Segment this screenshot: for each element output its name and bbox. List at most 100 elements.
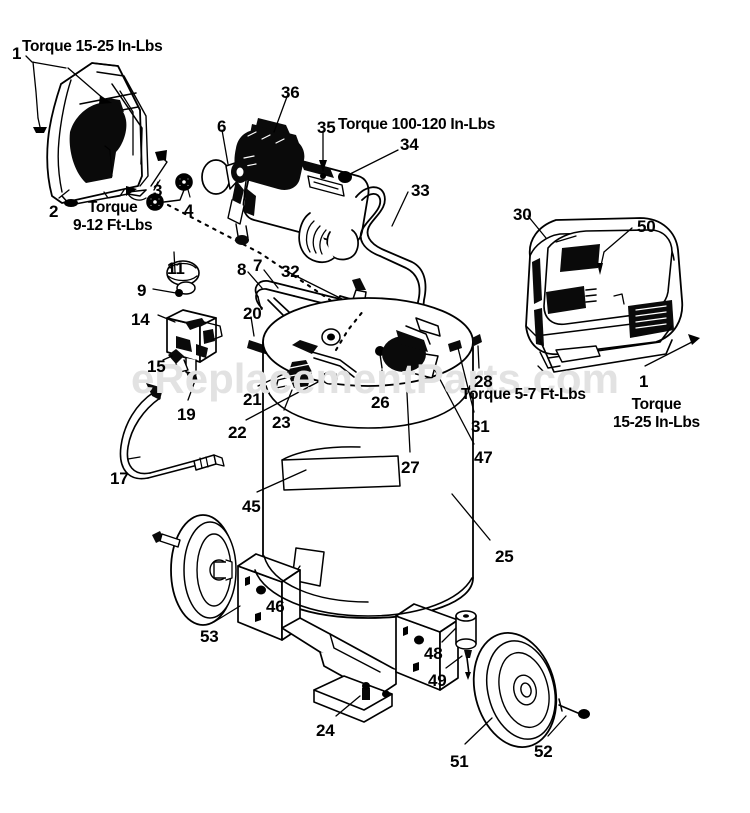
callout-number-8: 8	[237, 260, 247, 279]
callout-leader-15	[162, 355, 173, 361]
callout-number-17: 17	[110, 469, 129, 488]
callout-leader-7	[263, 269, 279, 289]
part-foot-48	[455, 610, 477, 650]
callout-leader-27	[405, 373, 411, 453]
part-base-frame	[237, 553, 473, 723]
callout-leader-28	[477, 345, 480, 369]
callout-number-9: 9	[137, 281, 147, 300]
callout-number-34: 34	[400, 135, 419, 154]
torque-top-mid: Torque 100-120 In-Lbs	[338, 116, 496, 133]
callout-leader-52	[547, 715, 567, 737]
callout-number-47: 47	[474, 448, 493, 467]
part-cover-30-50	[525, 217, 684, 373]
part-fitting-15	[168, 349, 189, 373]
callout-leader-11	[173, 251, 176, 273]
callout-number-24: 24	[316, 721, 335, 740]
callout-leader-34	[338, 149, 399, 183]
callout-leader-31	[457, 347, 475, 413]
callout-leader-19	[187, 377, 197, 401]
callout-number-20: 20	[243, 304, 262, 323]
callout-number-52: 52	[534, 742, 553, 761]
callout-number-23: 23	[272, 413, 291, 432]
callout-leader-4	[186, 185, 191, 198]
callout-number-50: 50	[637, 217, 656, 236]
callout-leader-35	[319, 130, 327, 179]
part-axle-bolt-left	[152, 531, 181, 548]
callout-number-1: 1	[639, 372, 649, 391]
torque-mid-right: Torque 5-7 Ft-Lbs	[461, 386, 586, 403]
callout-leader-51	[464, 717, 493, 745]
callout-leader-8	[247, 271, 263, 289]
callout-number-15: 15	[147, 357, 166, 376]
part-screws-3-4	[126, 150, 193, 211]
callout-number-32: 32	[281, 262, 300, 281]
callout-number-25: 25	[495, 547, 514, 566]
torque-left-lower: Torque 9-12 Ft-Lbs	[73, 199, 153, 234]
callout-number-27: 27	[401, 458, 420, 477]
callout-number-4: 4	[184, 201, 194, 220]
callout-leader-49	[445, 655, 463, 669]
callout-number-30: 30	[513, 205, 532, 224]
callout-leader-3	[153, 179, 161, 191]
callout-leader-6	[221, 129, 229, 165]
callout-leader-33	[391, 191, 409, 227]
callout-leader-53	[213, 605, 241, 623]
torque-top-left: Torque 15-25 In-Lbs	[22, 38, 163, 55]
callout-leader-17	[127, 456, 141, 460]
callout-leader-14	[157, 314, 176, 323]
callout-leader-20	[250, 316, 255, 337]
callout-number-45: 45	[242, 497, 261, 516]
callout-number-7: 7	[253, 256, 263, 275]
callout-number-28: 28	[474, 372, 493, 391]
callout-leader-36	[273, 93, 289, 133]
part-wheel-51	[472, 631, 558, 749]
callout-leader-50	[597, 227, 633, 275]
part-motor-assembly	[201, 118, 370, 263]
callout-number-49: 49	[428, 671, 447, 690]
callout-leader-25	[451, 493, 491, 541]
callout-number-35: 35	[317, 118, 336, 137]
callout-leader-9	[152, 288, 183, 297]
callout-leader-47	[433, 367, 475, 445]
callout-number-21: 21	[243, 390, 262, 409]
callout-number-2: 2	[49, 202, 59, 221]
tank-top-fittings	[275, 317, 482, 389]
part-bolt-24	[362, 682, 370, 700]
callout-number-11: 11	[167, 259, 185, 278]
callout-number-6: 6	[217, 117, 227, 136]
part-belt-guard	[46, 62, 149, 207]
callout-leader-1-bottomright	[644, 334, 700, 367]
callout-leader-45	[256, 469, 307, 493]
part-axle-bolt-52	[558, 698, 590, 719]
callout-number-51: 51	[450, 752, 469, 771]
part-power-cord-17	[119, 383, 225, 480]
callout-leader-32	[287, 271, 349, 303]
callout-leader-48	[441, 627, 457, 643]
callout-number-19: 19	[177, 405, 196, 424]
callout-number-26: 26	[371, 393, 390, 412]
callout-number-46: 46	[266, 597, 285, 616]
assembly-dotted-line-2	[334, 308, 366, 352]
callout-number-1: 1	[12, 44, 22, 63]
callout-number-14: 14	[131, 310, 150, 329]
callout-number-36: 36	[281, 83, 300, 102]
part-wheel-53	[170, 514, 237, 626]
callout-number-22: 22	[228, 423, 247, 442]
callout-leader-1-topleft	[25, 55, 112, 133]
callout-leader-30	[527, 215, 547, 239]
callout-leader-23	[283, 389, 293, 411]
part-pressure-switch-14	[166, 309, 223, 382]
torque-bottom-right: Torque 15-25 In-Lbs	[613, 396, 700, 431]
callout-leader-2	[58, 189, 70, 199]
callout-leader-21	[257, 371, 289, 387]
callout-number-31: 31	[471, 417, 490, 436]
callout-leader-24	[335, 695, 361, 717]
callout-number-33: 33	[411, 181, 430, 200]
part-bolt-49	[464, 650, 472, 680]
callout-number-3: 3	[153, 181, 163, 200]
callout-number-48: 48	[424, 644, 443, 663]
callout-leader-22	[245, 381, 319, 421]
part-discharge-tube-33	[355, 186, 427, 341]
callout-number-53: 53	[200, 627, 219, 646]
